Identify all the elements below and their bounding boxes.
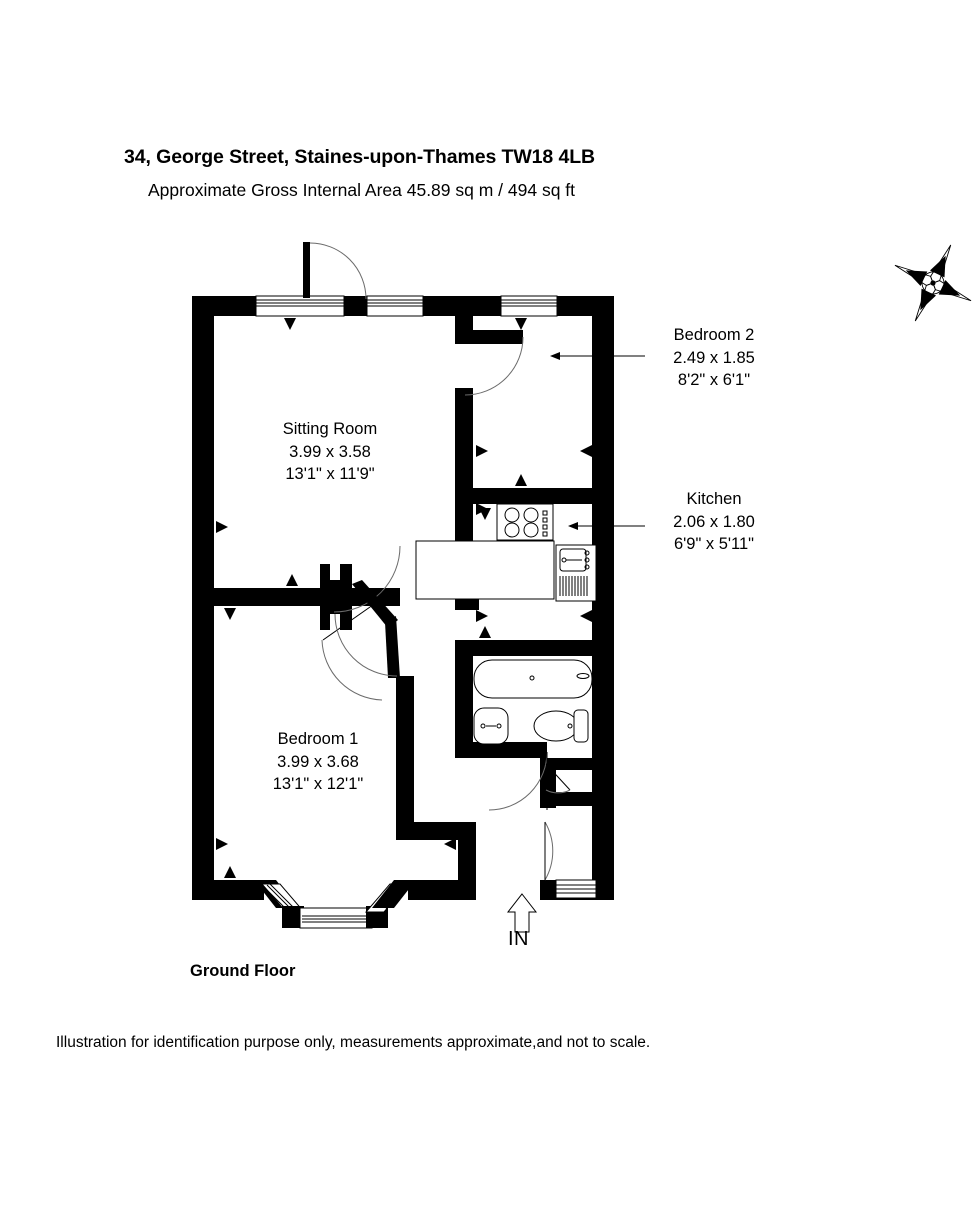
compass-label-s: S: [922, 294, 927, 303]
area-subtitle: Approximate Gross Internal Area 45.89 sq…: [148, 180, 576, 200]
door-bathroom: [488, 751, 548, 811]
leader-kitchen: [568, 522, 645, 530]
bay-window: [254, 880, 476, 929]
interior-walls: [192, 316, 613, 900]
door-top: [303, 242, 367, 300]
floor-level-label: Ground Floor: [190, 962, 296, 980]
title-block: 34, George Street, Staines-upon-Thames T…: [124, 144, 824, 203]
worktop-fixture: [415, 540, 555, 600]
room-imperial: 13'1" x 11'9": [285, 465, 375, 483]
room-label-sitting-room: Sitting Room 3.99 x 3.58 13'1" x 11'9": [230, 418, 430, 486]
bathtub-fixture: [473, 659, 593, 699]
door-entrance: [544, 821, 554, 881]
window-top-2: [366, 295, 424, 317]
compass-rose: N E S W: [894, 244, 972, 322]
room-metric: 3.99 x 3.58: [289, 442, 371, 461]
room-label-bedroom-2: Bedroom 2 2.49 x 1.85 8'2" x 6'1": [640, 324, 788, 392]
leader-bedroom2: [550, 352, 645, 360]
entrance-glazing: [555, 879, 597, 899]
page-title: 34, George Street, Staines-upon-Thames T…: [124, 146, 595, 168]
room-label-bedroom-1: Bedroom 1 3.99 x 3.68 13'1" x 12'1": [218, 728, 418, 796]
door-cupboard: [545, 763, 571, 794]
room-imperial: 13'1" x 12'1": [272, 775, 364, 793]
room-metric: 3.99 x 3.68: [277, 752, 359, 771]
disclaimer-note: Illustration for identification purpose …: [56, 1034, 651, 1051]
room-imperial: 8'2" x 6'1": [677, 371, 751, 389]
sink-washer-fixture: [555, 544, 597, 602]
window-top-1: [255, 295, 345, 317]
room-name: Bedroom 1: [277, 730, 359, 748]
room-name: Bedroom 2: [673, 326, 755, 344]
room-metric: 2.49 x 1.85: [673, 348, 755, 367]
exterior-walls: [192, 296, 614, 900]
room-label-kitchen: Kitchen 2.06 x 1.80 6'9" x 5'11": [640, 488, 788, 556]
room-imperial: 6'9" x 5'11": [673, 535, 755, 553]
door-sittingroom-hall: [321, 545, 401, 701]
room-name: Sitting Room: [282, 420, 378, 438]
compass-label-n: N: [936, 263, 942, 272]
entrance-label: IN: [508, 928, 529, 950]
hob-fixture: [496, 503, 554, 541]
washbasin-fixture: [473, 707, 509, 745]
room-name: Kitchen: [686, 490, 742, 508]
compass-label-w: W: [913, 272, 921, 281]
door-hall-bedroom1: [334, 613, 398, 677]
compass-label-e: E: [944, 285, 949, 294]
entrance-arrow-icon: [506, 893, 538, 933]
window-top-3: [500, 295, 558, 317]
room-metric: 2.06 x 1.80: [673, 512, 755, 531]
toilet-fixture: [533, 709, 589, 743]
door-bedroom2: [464, 336, 524, 396]
